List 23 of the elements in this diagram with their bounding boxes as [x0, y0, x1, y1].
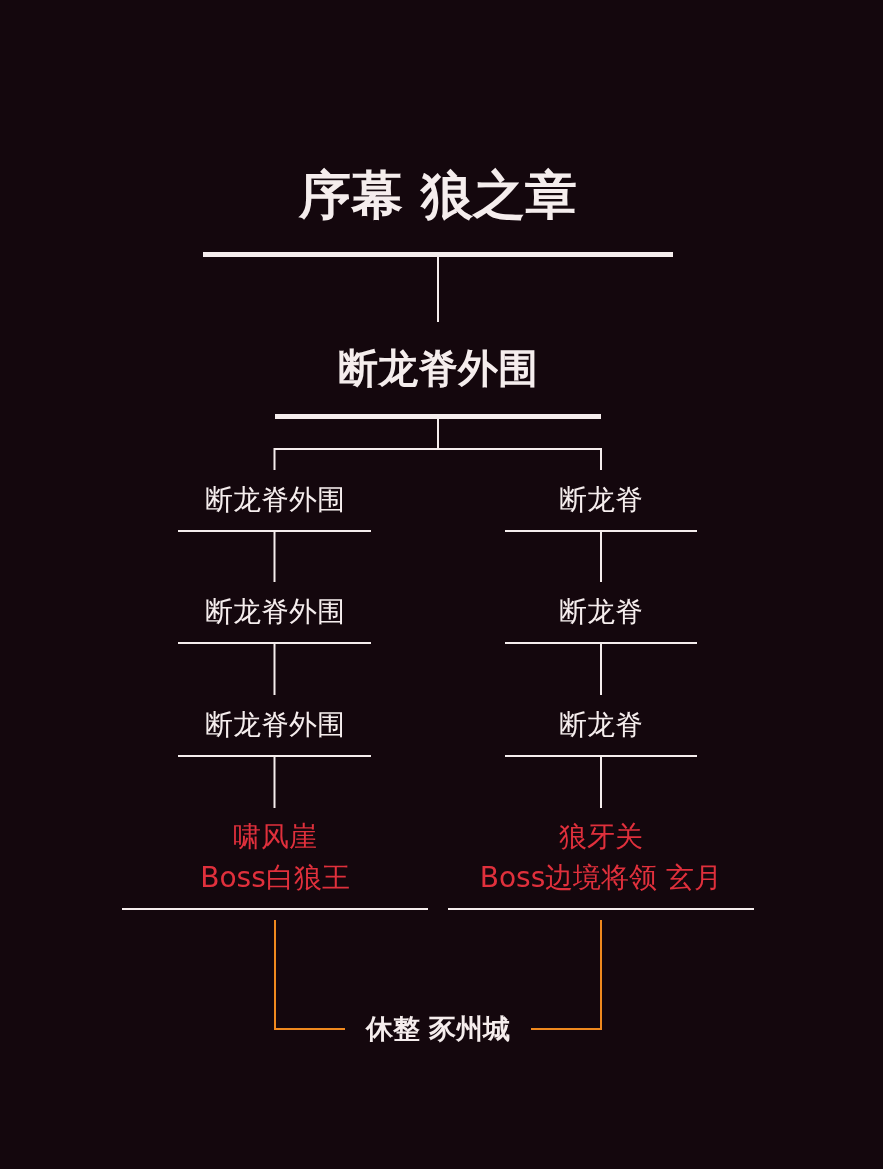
connector-line: [437, 418, 602, 471]
connector-line: [437, 256, 439, 323]
topic-text: 断龙脊: [559, 706, 643, 743]
topic-text: Boss白狼王: [200, 860, 350, 896]
topic-text: 断龙脊外围: [338, 344, 538, 393]
topic-text: Boss边境将领 玄月: [479, 860, 723, 896]
connector-line: [273, 756, 276, 809]
topic-text: 断龙脊: [559, 593, 643, 630]
topic-text: 断龙脊外围: [204, 706, 345, 743]
topic-text: 断龙脊外围: [204, 593, 345, 630]
connector-line: [600, 643, 602, 696]
topic-text: 啸风崖: [233, 819, 317, 856]
connector-line: [273, 643, 276, 696]
topic-text: 狼牙关: [559, 819, 643, 856]
topic-text: 断龙脊: [559, 481, 643, 518]
connector-line: [600, 756, 602, 809]
topic-text: 断龙脊外围: [204, 481, 345, 518]
topic-text: 序幕 狼之章: [298, 164, 578, 228]
connector-line: [600, 531, 602, 583]
connector-line: [273, 531, 276, 583]
topic-text: 休整 豕州城: [365, 1012, 511, 1047]
connector-line: [530, 919, 602, 1030]
connector-line: [274, 919, 346, 1030]
